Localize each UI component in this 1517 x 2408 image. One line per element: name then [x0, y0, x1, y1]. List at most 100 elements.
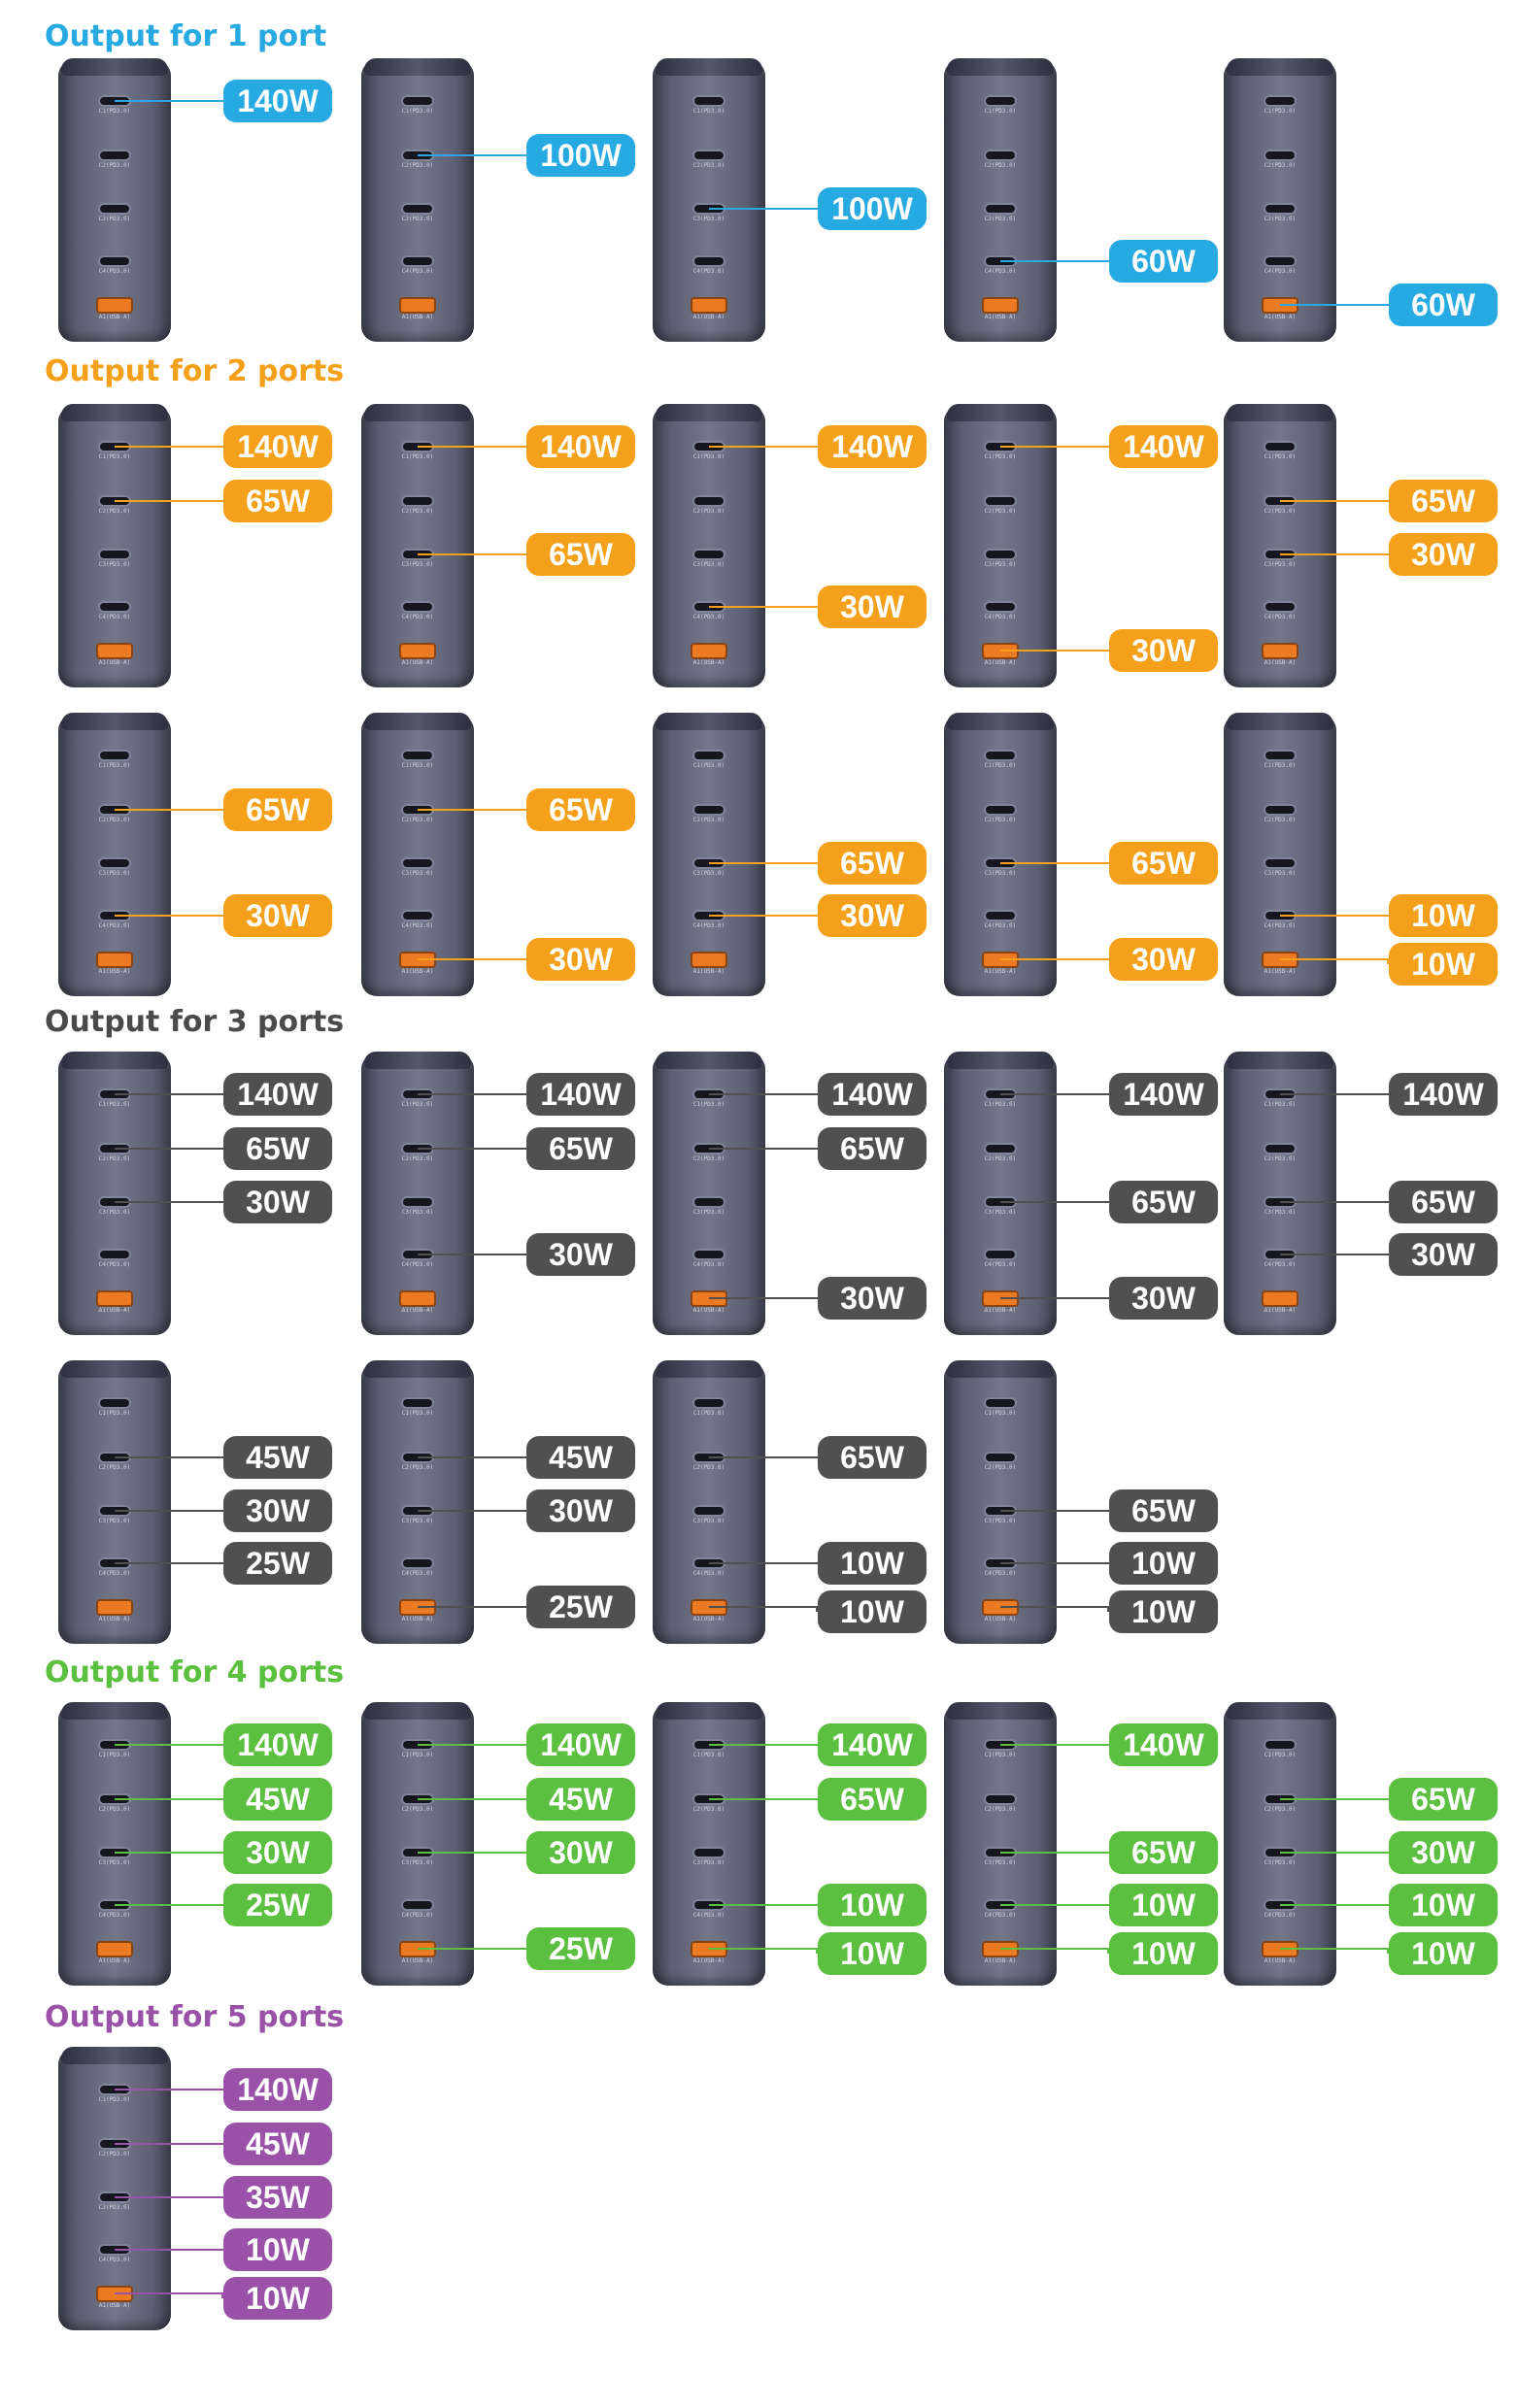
connector-line	[816, 1949, 818, 1954]
connector-line	[1000, 1904, 1113, 1906]
wattage-badge: 10W	[1109, 1590, 1218, 1633]
charger-unit: C1(PD3.0)C2(PD3.0)C3(PD3.0)C4(PD3.0)A1(U…	[944, 58, 1057, 342]
usb-c-port	[403, 859, 432, 867]
usb-a-port	[98, 1601, 131, 1614]
usb-c-port	[986, 752, 1015, 759]
usb-a-port	[98, 645, 131, 657]
port-label: C1(PD3.0)	[401, 1410, 434, 1417]
usb-c-port	[403, 1559, 432, 1567]
connector-line	[418, 1510, 530, 1512]
connector-line	[1280, 1254, 1393, 1255]
usb-a-port	[1264, 1292, 1297, 1305]
charger-cap	[1227, 713, 1333, 730]
port-label: A1(USB-A)	[692, 314, 725, 320]
wattage-badge: 60W	[1109, 240, 1218, 283]
connector-line	[418, 553, 530, 555]
port-label: C1(PD3.0)	[98, 1410, 131, 1417]
charger-cap	[61, 2047, 168, 2064]
usb-c-port	[403, 1901, 432, 1909]
wattage-badge: 140W	[1109, 1723, 1218, 1766]
usb-a-port	[1264, 645, 1297, 657]
port-label: C1(PD3.0)	[401, 762, 434, 769]
charger-unit: C1(PD3.0)C2(PD3.0)C3(PD3.0)C4(PD3.0)A1(U…	[58, 1702, 171, 1986]
usb-a-port	[401, 299, 434, 312]
connector-line	[1280, 500, 1393, 502]
charger-cap	[364, 713, 471, 730]
port-label: C4(PD3.0)	[1264, 1912, 1297, 1919]
usb-c-port	[986, 1795, 1015, 1803]
usb-c-port	[986, 806, 1015, 814]
charger-body	[944, 60, 1057, 342]
port-label: C1(PD3.0)	[692, 762, 725, 769]
usb-c-port	[1265, 752, 1295, 759]
connector-line	[1000, 1297, 1113, 1299]
wattage-badge: 30W	[223, 1489, 332, 1532]
port-label: C2(PD3.0)	[692, 162, 725, 169]
connector-line	[115, 1456, 227, 1458]
port-label: C2(PD3.0)	[1264, 1806, 1297, 1813]
usb-c-port	[100, 859, 129, 867]
usb-c-port	[100, 205, 129, 213]
charger-cap	[61, 404, 168, 421]
port-label: C3(PD3.0)	[984, 216, 1017, 222]
usb-c-port	[1265, 443, 1295, 451]
port-label: C2(PD3.0)	[401, 1155, 434, 1162]
port-label: C2(PD3.0)	[692, 1806, 725, 1813]
wattage-badge: 30W	[1389, 1831, 1498, 1874]
port-label: A1(USB-A)	[98, 314, 131, 320]
usb-c-port	[100, 752, 129, 759]
connector-line	[1107, 1949, 1109, 1954]
port-label: C4(PD3.0)	[1264, 268, 1297, 275]
charger-cap	[947, 58, 1054, 76]
charger-body	[1224, 715, 1336, 996]
charger-unit: C1(PD3.0)C2(PD3.0)C3(PD3.0)C4(PD3.0)A1(U…	[361, 58, 474, 342]
usb-a-port	[98, 299, 131, 312]
wattage-badge: 65W	[223, 480, 332, 522]
port-label: C3(PD3.0)	[1264, 870, 1297, 877]
charger-body	[944, 1704, 1057, 1986]
charger-body	[653, 715, 765, 996]
connector-line	[709, 1562, 822, 1564]
port-label: C1(PD3.0)	[98, 762, 131, 769]
wattage-badge: 45W	[526, 1436, 635, 1479]
charger-unit: C1(PD3.0)C2(PD3.0)C3(PD3.0)C4(PD3.0)A1(U…	[58, 2047, 171, 2330]
charger-cap	[61, 1360, 168, 1378]
connector-line	[115, 446, 227, 448]
charger-body	[361, 715, 474, 996]
wattage-badge: 140W	[818, 1723, 927, 1766]
wattage-badge: 65W	[526, 533, 635, 576]
usb-c-port	[403, 1399, 432, 1407]
wattage-badge: 65W	[1389, 1181, 1498, 1223]
port-label: C2(PD3.0)	[401, 162, 434, 169]
port-label: C1(PD3.0)	[401, 1101, 434, 1108]
port-label: C1(PD3.0)	[401, 108, 434, 115]
charger-unit: C1(PD3.0)C2(PD3.0)C3(PD3.0)C4(PD3.0)A1(U…	[944, 404, 1057, 687]
port-label: C1(PD3.0)	[98, 1101, 131, 1108]
wattage-badge: 140W	[818, 1073, 927, 1116]
connector-line	[709, 1798, 822, 1800]
wattage-badge: 140W	[1109, 425, 1218, 468]
connector-line	[1000, 1510, 1113, 1512]
connector-line	[709, 1904, 822, 1906]
usb-c-port	[694, 1399, 724, 1407]
port-label: C2(PD3.0)	[98, 1464, 131, 1471]
port-label: C3(PD3.0)	[1264, 1859, 1297, 1866]
connector-line	[1000, 1562, 1113, 1564]
wattage-badge: 140W	[223, 1723, 332, 1766]
connector-line	[1280, 1093, 1393, 1095]
usb-c-port	[1265, 1741, 1295, 1749]
usb-c-port	[986, 1251, 1015, 1258]
charger-cap	[947, 713, 1054, 730]
wattage-badge: 100W	[818, 187, 927, 230]
charger-cap	[656, 1360, 762, 1378]
port-label: C2(PD3.0)	[98, 2151, 131, 2157]
port-label: C1(PD3.0)	[984, 1410, 1017, 1417]
port-label: C2(PD3.0)	[692, 1155, 725, 1162]
usb-c-port	[986, 151, 1015, 159]
charger-body	[361, 406, 474, 687]
port-label: A1(USB-A)	[98, 1616, 131, 1622]
port-label: A1(USB-A)	[401, 968, 434, 975]
charger-unit: C1(PD3.0)C2(PD3.0)C3(PD3.0)C4(PD3.0)A1(U…	[361, 1360, 474, 1644]
wattage-badge: 140W	[1109, 1073, 1218, 1116]
charger-unit: C1(PD3.0)C2(PD3.0)C3(PD3.0)C4(PD3.0)A1(U…	[58, 404, 171, 687]
